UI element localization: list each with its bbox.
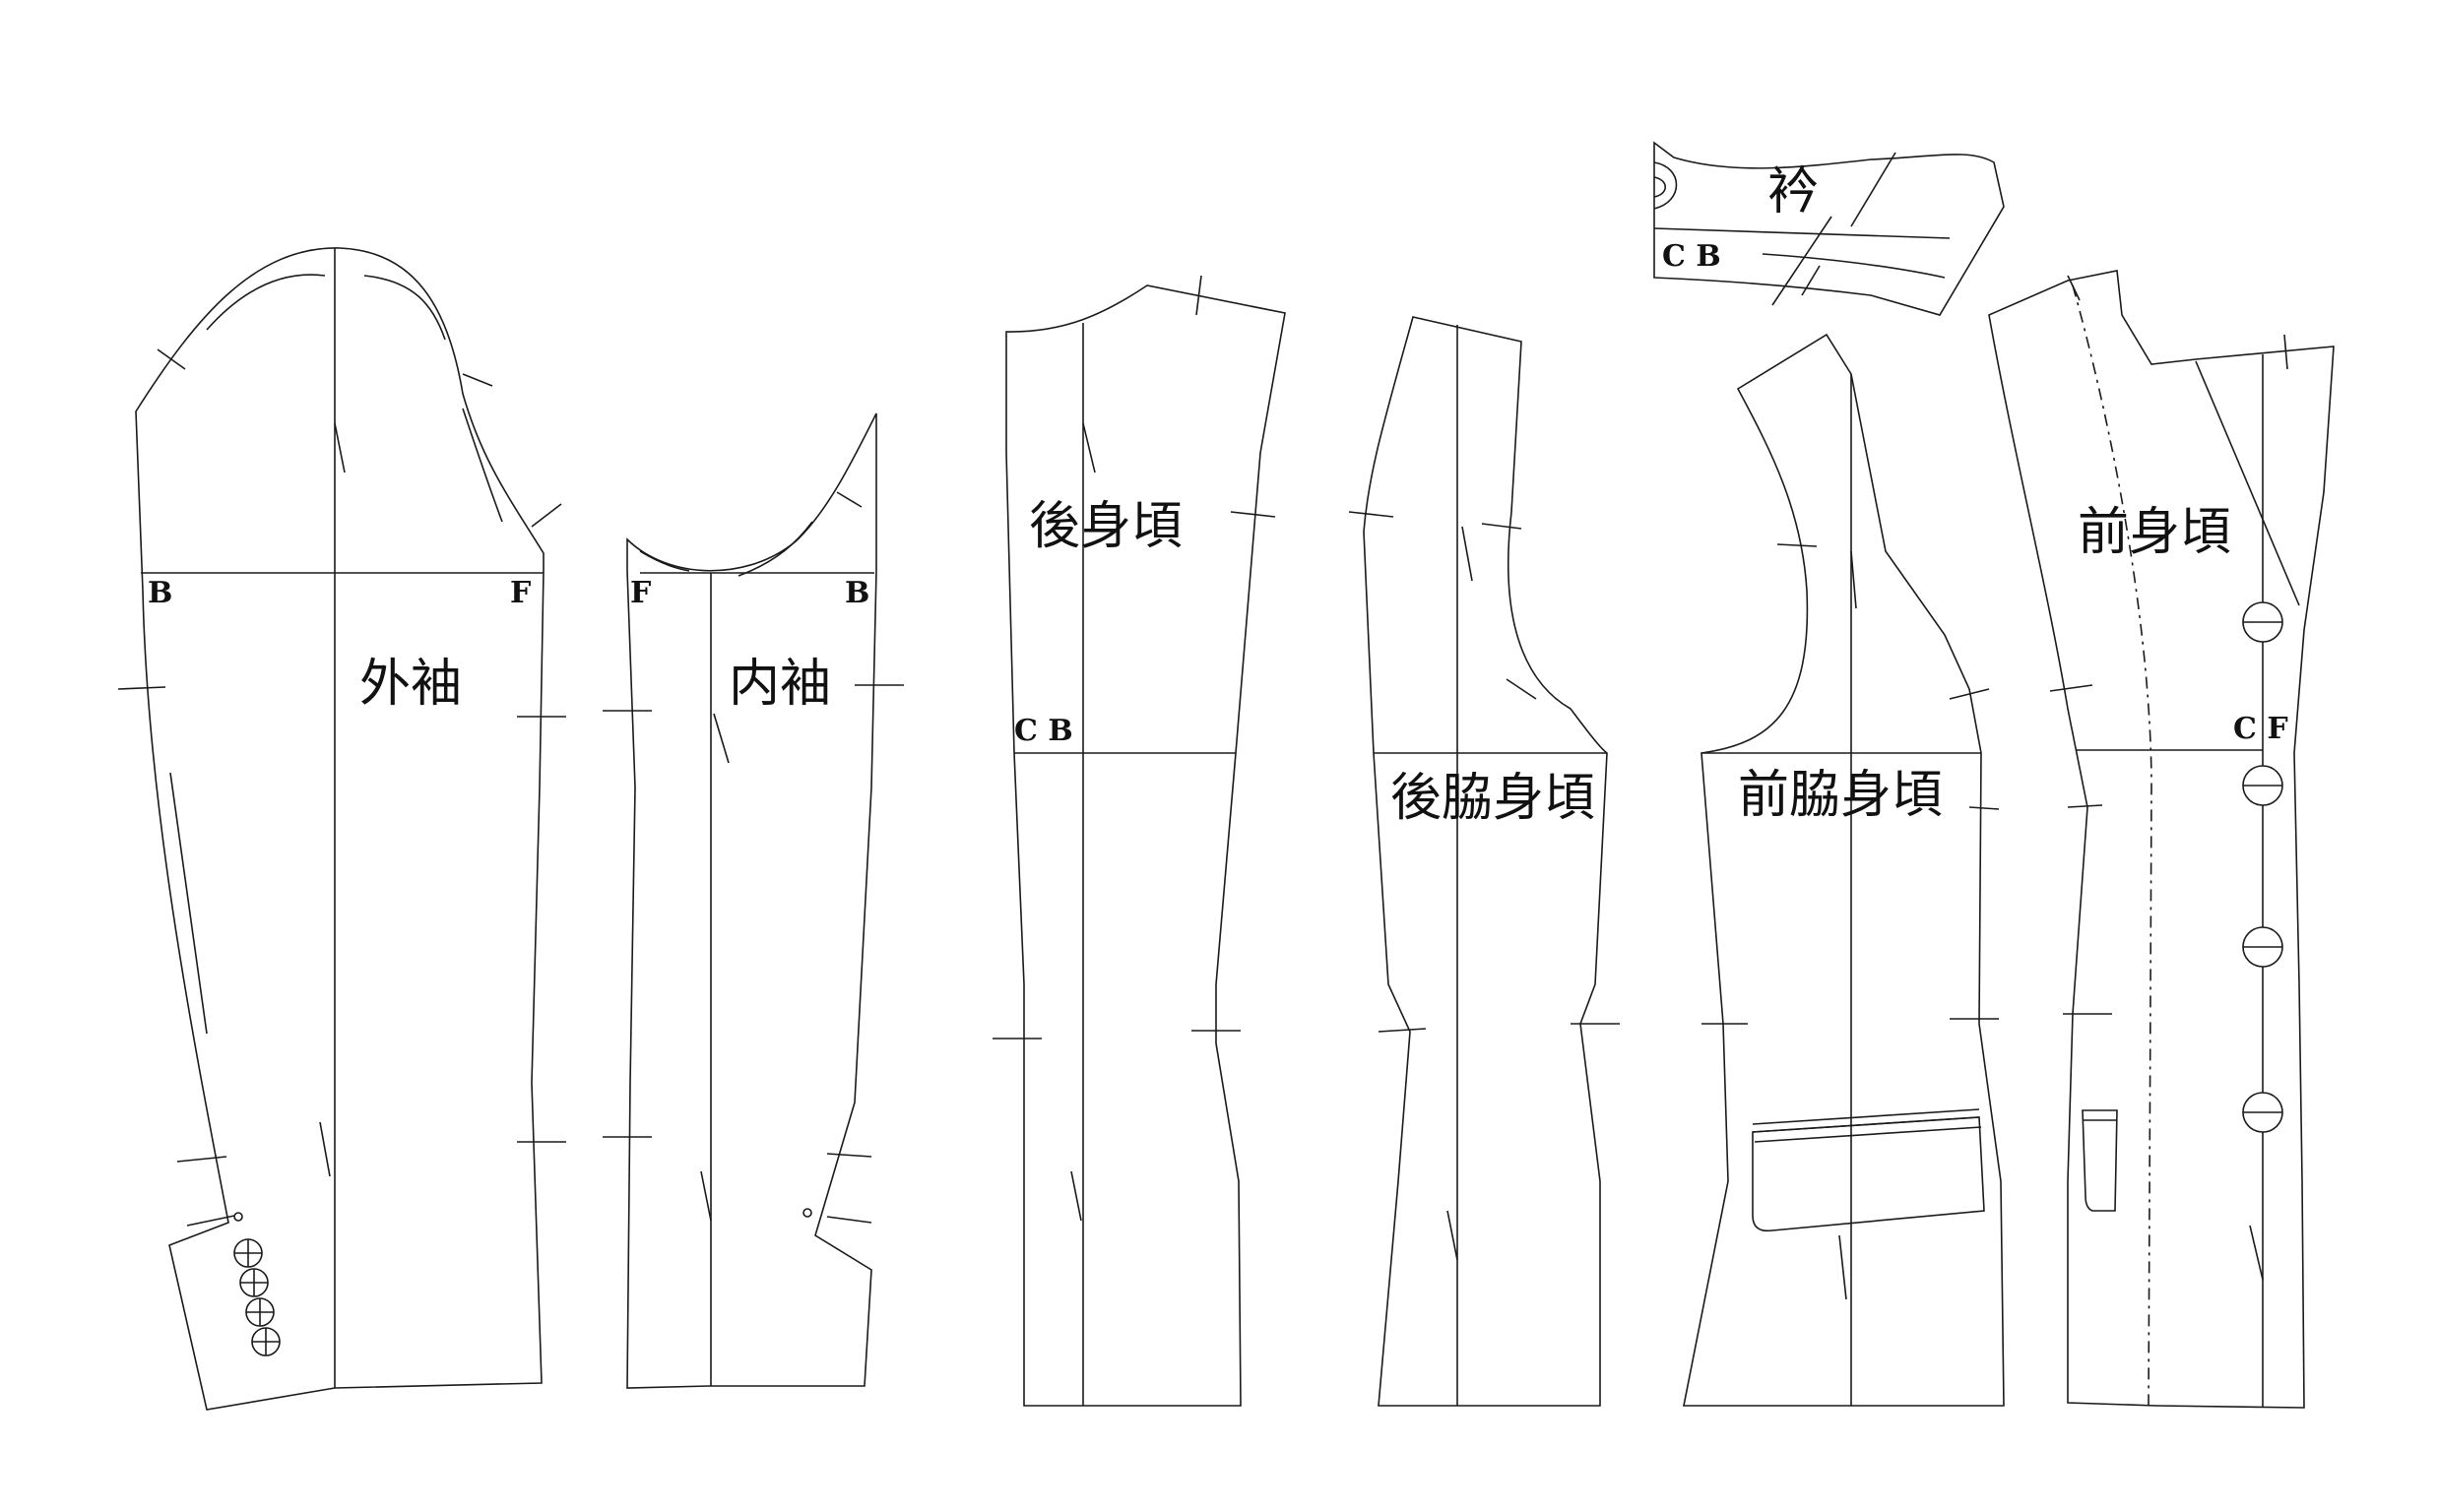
- outer-sleeve-ease-arc-2: [363, 275, 446, 341]
- collar-notch-2: [1771, 216, 1832, 306]
- front-body-chest-pocket: [2082, 1109, 2118, 1212]
- collar-notch: [1850, 152, 1896, 227]
- button-icon: [239, 1268, 269, 1297]
- button-icon: [233, 1238, 263, 1268]
- front-body-piece[interactable]: 前身頃 C F: [1988, 270, 2335, 1409]
- collar-cb-mark-inner: [1653, 176, 1667, 198]
- button-icon: [245, 1297, 275, 1327]
- button-icon: [2242, 926, 2283, 968]
- collar-notch-3: [1801, 265, 1821, 296]
- front-side-body-pocket-welt-3: [1754, 1126, 1982, 1143]
- inner-sleeve-vent-point: [802, 1208, 812, 1218]
- outer-sleeve-ease-arc-3: [462, 408, 503, 523]
- button-icon: [2242, 601, 2283, 643]
- inner-sleeve-ease-arc: [639, 550, 690, 572]
- outer-sleeve-label: 外袖: [359, 655, 462, 714]
- inner-sleeve-ease-arc-2: [738, 521, 813, 577]
- inner-sleeve-notches: [603, 491, 904, 1224]
- front-side-body-pocket-flap: [1752, 1116, 1985, 1232]
- front-side-body-notches: [1701, 543, 2000, 1300]
- front-side-body-outline: [1683, 333, 2005, 1407]
- outer-sleeve-back-mark: B: [148, 576, 172, 610]
- inner-sleeve-outline: [626, 412, 877, 1389]
- outer-sleeve-outline: [135, 247, 545, 1411]
- front-body-center-mark: C F: [2233, 712, 2288, 746]
- front-side-body-pocket-welt-2: [1752, 1116, 1980, 1133]
- outer-sleeve-front-mark: F: [510, 576, 531, 610]
- front-body-buttons: [2242, 601, 2283, 1133]
- front-side-body-pocket-welt: [1752, 1108, 1980, 1125]
- collar-cb-mark: [1653, 161, 1678, 210]
- back-side-body-label: 後脇身頃: [1390, 769, 1595, 828]
- back-side-body-outline: [1363, 316, 1608, 1407]
- back-body-notches: [993, 275, 1276, 1222]
- outer-sleeve-piece[interactable]: 外袖 B F: [117, 247, 566, 1411]
- front-body-lapel-line: [2195, 360, 2300, 606]
- collar-label: 衿: [1767, 162, 1819, 221]
- inner-sleeve-label: 内袖: [729, 655, 831, 714]
- outer-sleeve-vent-point: [233, 1212, 243, 1222]
- front-body-notches: [2049, 275, 2288, 1281]
- collar-center-mark: C B: [1662, 239, 1721, 274]
- collar-roll-line: [1762, 253, 1946, 279]
- back-body-piece[interactable]: 後身頃 C B: [993, 275, 1286, 1407]
- front-side-body-label: 前脇身頃: [1738, 766, 1943, 825]
- outer-sleeve-buttons: [233, 1238, 281, 1356]
- back-body-outline: [1005, 284, 1286, 1407]
- back-side-body-notches: [1348, 511, 1620, 1261]
- button-icon: [2242, 765, 2283, 806]
- back-body-label: 後身頃: [1029, 497, 1183, 556]
- front-body-dart-line: [2072, 284, 2152, 1407]
- back-body-center-mark: C B: [1014, 714, 1073, 748]
- front-body-outline: [1988, 270, 2335, 1409]
- collar-piece[interactable]: 衿 C B: [1653, 141, 2005, 316]
- collar-stand-line: [1653, 227, 1951, 239]
- button-icon: [251, 1327, 281, 1356]
- inner-sleeve-piece[interactable]: 内袖 F B: [603, 412, 904, 1389]
- front-side-body-piece[interactable]: 前脇身頃: [1683, 333, 2005, 1407]
- back-side-body-piece[interactable]: 後脇身頃: [1348, 316, 1620, 1407]
- outer-sleeve-notches: [117, 348, 566, 1227]
- inner-sleeve-back-mark: B: [845, 576, 869, 610]
- outer-sleeve-vent-line: [169, 772, 208, 1035]
- front-body-label: 前身頃: [2078, 503, 2231, 562]
- collar-outline: [1653, 141, 2005, 316]
- outer-sleeve-ease-arc: [206, 274, 326, 331]
- button-icon: [2242, 1092, 2283, 1133]
- inner-sleeve-front-mark: F: [630, 576, 651, 610]
